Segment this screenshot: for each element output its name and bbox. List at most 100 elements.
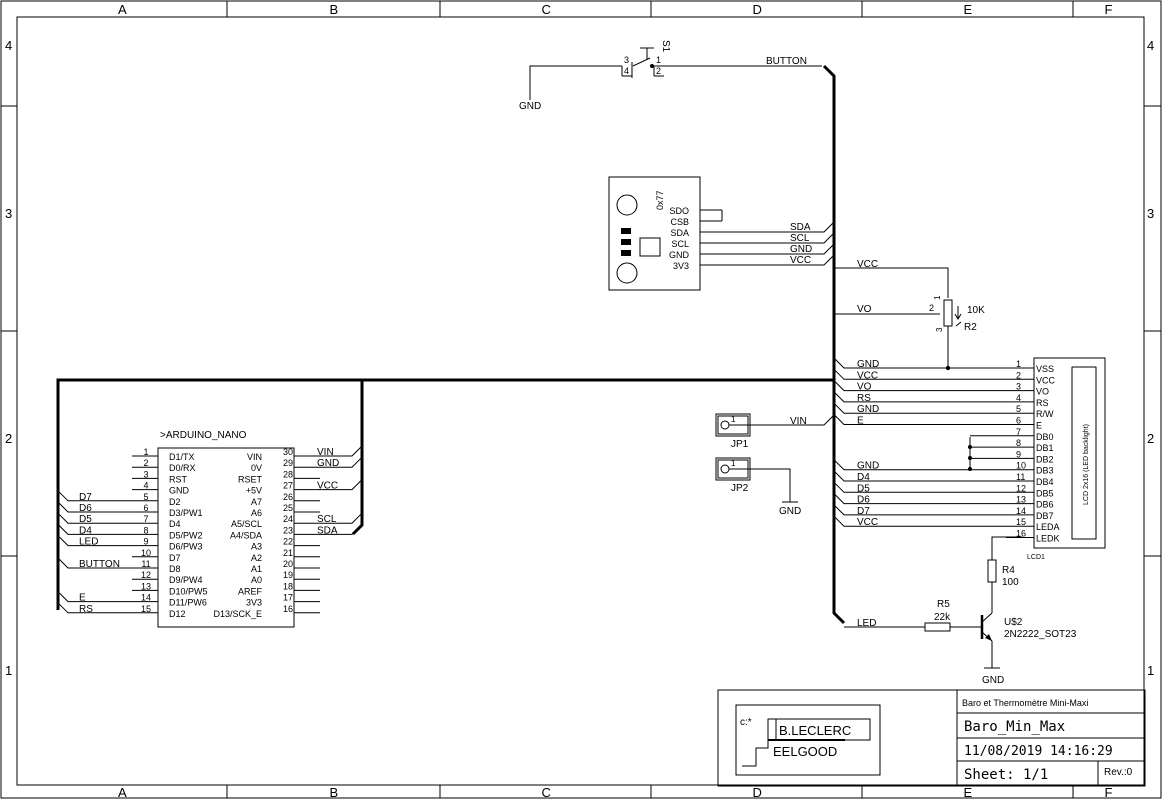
r5-value: 22k (934, 612, 951, 623)
sensor-pin-label: 3V3 (673, 261, 689, 271)
lcd-pin-number: 1 (1016, 359, 1021, 369)
column-marker-bottom: F (1105, 785, 1113, 800)
lcd-net-label: E (857, 416, 864, 427)
lcd-pin-number: 3 (1016, 382, 1021, 392)
arduino-pin-name: A2 (251, 553, 262, 563)
lcd-net-label: D4 (857, 472, 870, 483)
arduino-net-label: LED (79, 537, 98, 548)
lcd-net-label: GND (857, 404, 879, 415)
sensor-pin-label: SCL (671, 239, 689, 249)
row-marker-left: 2 (5, 431, 12, 446)
sensor-address: 0x77 (655, 190, 665, 210)
lcd-pin-number: 12 (1016, 483, 1026, 493)
pot-pin-1: 1 (933, 295, 942, 300)
arduino-pin-name: +5V (246, 486, 262, 496)
jp2-pin: 1 (731, 459, 736, 468)
arduino-pin-name: D13/SCK_E (213, 609, 262, 619)
arduino-pin-name: 0V (251, 463, 262, 473)
jp2-gnd: GND (779, 506, 801, 517)
arduino-pin-number: 6 (143, 503, 148, 513)
project-title: Baro et Thermomètre Mini-Maxi (962, 698, 1088, 708)
lcd-pin-number: 2 (1016, 370, 1021, 380)
arduino-pin-name: 3V3 (246, 598, 262, 608)
row-marker-left: 4 (5, 38, 12, 53)
sheet-number: Sheet: 1/1 (964, 767, 1048, 783)
sensor-pin-label: CSB (670, 217, 689, 227)
arduino-pin-name: GND (169, 486, 190, 496)
arduino-pin-number: 4 (143, 481, 148, 491)
sensor-net-label: SDA (790, 222, 811, 233)
jp2-ref: JP2 (731, 483, 749, 494)
pot-ref: R2 (964, 322, 977, 333)
lcd-pin-number: 9 (1016, 449, 1021, 459)
arduino-net-label: D6 (79, 503, 92, 514)
arduino-pin-name: AREF (238, 586, 263, 596)
column-marker-top: D (753, 2, 762, 17)
row-marker-right: 1 (1147, 663, 1154, 678)
pot-vcc-net: VCC (857, 259, 878, 270)
arduino-pin-number: 26 (283, 492, 293, 502)
lcd-ref: LCD1 (1027, 554, 1045, 561)
lcd-pin-name: RS (1036, 398, 1049, 408)
lcd-pin-name: VCC (1036, 375, 1056, 385)
arduino-pin-name: D1/TX (169, 452, 195, 462)
arduino-pin-number: 24 (283, 514, 293, 524)
arduino-pin-number: 12 (141, 570, 151, 580)
arduino-pin-name: RSET (238, 474, 263, 484)
arduino-net-label: VIN (317, 447, 334, 458)
switch-s1: GND S1 3 4 1 2 BUTTON (519, 40, 822, 112)
drawing-name: Baro_Min_Max (964, 719, 1065, 735)
arduino-pin-number: 28 (283, 469, 293, 479)
arduino-net-label: BUTTON (79, 559, 120, 570)
pot-pin-2: 2 (929, 303, 934, 313)
arduino-pin-number: 1 (143, 447, 148, 457)
lcd-net-label: VO (857, 382, 872, 393)
lcd-pin-name: DB1 (1036, 443, 1054, 453)
arduino-pin-name: D7 (169, 553, 181, 563)
arduino-pin-name: D2 (169, 497, 181, 507)
arduino-pin-number: 5 (143, 492, 148, 502)
row-marker-right: 2 (1147, 431, 1154, 446)
arduino-pin-number: 8 (143, 525, 148, 535)
logo-prefix: c:* (740, 717, 752, 728)
arduino-pin-name: D9/PW4 (169, 575, 203, 585)
column-marker-top: E (964, 2, 973, 17)
arduino-pin-name: D8 (169, 564, 181, 574)
arduino-pin-number: 14 (141, 593, 151, 603)
sensor-pin-label: SDO (669, 206, 689, 216)
arduino-pin-name: D4 (169, 519, 181, 529)
column-marker-top: A (118, 2, 127, 17)
arduino-pin-number: 18 (283, 581, 293, 591)
arduino-pin-name: D3/PW1 (169, 508, 203, 518)
switch-pin-1: 1 (656, 55, 661, 65)
lcd-pin-number: 10 (1016, 461, 1026, 471)
jp1-pin: 1 (731, 415, 736, 424)
button-net-label: BUTTON (766, 56, 807, 67)
lcd-pin-name: R/W (1036, 409, 1054, 419)
arduino-pin-number: 22 (283, 537, 293, 547)
lcd-pin-name: LEDA (1036, 522, 1060, 532)
lcd-pin-number: 14 (1016, 506, 1026, 516)
switch-pin-2: 2 (656, 66, 661, 76)
led-net: LED (857, 618, 876, 629)
arduino-pin-number: 9 (143, 537, 148, 547)
column-marker-top: C (542, 2, 551, 17)
arduino-pin-number: 29 (283, 458, 293, 468)
lcd-pin-name: E (1036, 421, 1042, 431)
arduino-pin-number: 7 (143, 514, 148, 524)
sensor-net-label: GND (790, 244, 812, 255)
lcd-pin-name: DB0 (1036, 432, 1054, 442)
logo-name: B.LECLERC (779, 723, 851, 738)
arduino-net-label: RS (79, 604, 93, 615)
arduino-pin-number: 17 (283, 593, 293, 603)
arduino-pin-name: A3 (251, 542, 262, 552)
arduino-net-label: D4 (79, 525, 92, 536)
row-marker-right: 4 (1147, 38, 1154, 53)
arduino-pin-name: A4/SDA (230, 530, 262, 540)
